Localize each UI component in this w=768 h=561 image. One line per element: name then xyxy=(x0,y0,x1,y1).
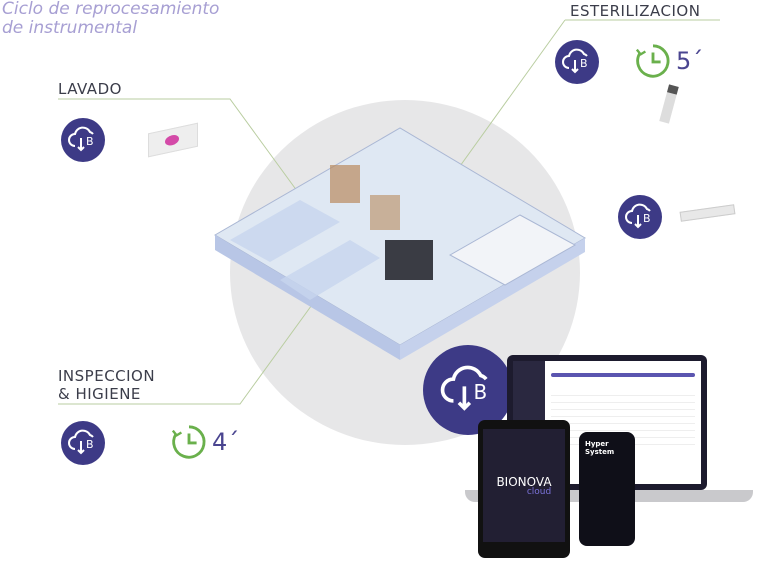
clock-icon xyxy=(634,42,672,80)
bionova-cloud-icon xyxy=(61,118,105,162)
bionova-cloud-icon xyxy=(618,195,662,239)
bionova-cloud-icon xyxy=(555,40,599,84)
stage-label-lavado: LAVADO xyxy=(58,80,122,98)
floor-plan xyxy=(214,127,586,360)
stage-label-esterilizacion: ESTERILIZACION xyxy=(570,2,701,20)
bionova-cloud-icon xyxy=(61,421,105,465)
stage-label-inspeccion: INSPECCION& HIGIENE xyxy=(58,367,156,403)
clock-icon xyxy=(170,423,208,461)
cycle-time-esterilizacion: 5´ xyxy=(634,42,703,80)
cycle-time-inspeccion: 4´ xyxy=(170,423,239,461)
